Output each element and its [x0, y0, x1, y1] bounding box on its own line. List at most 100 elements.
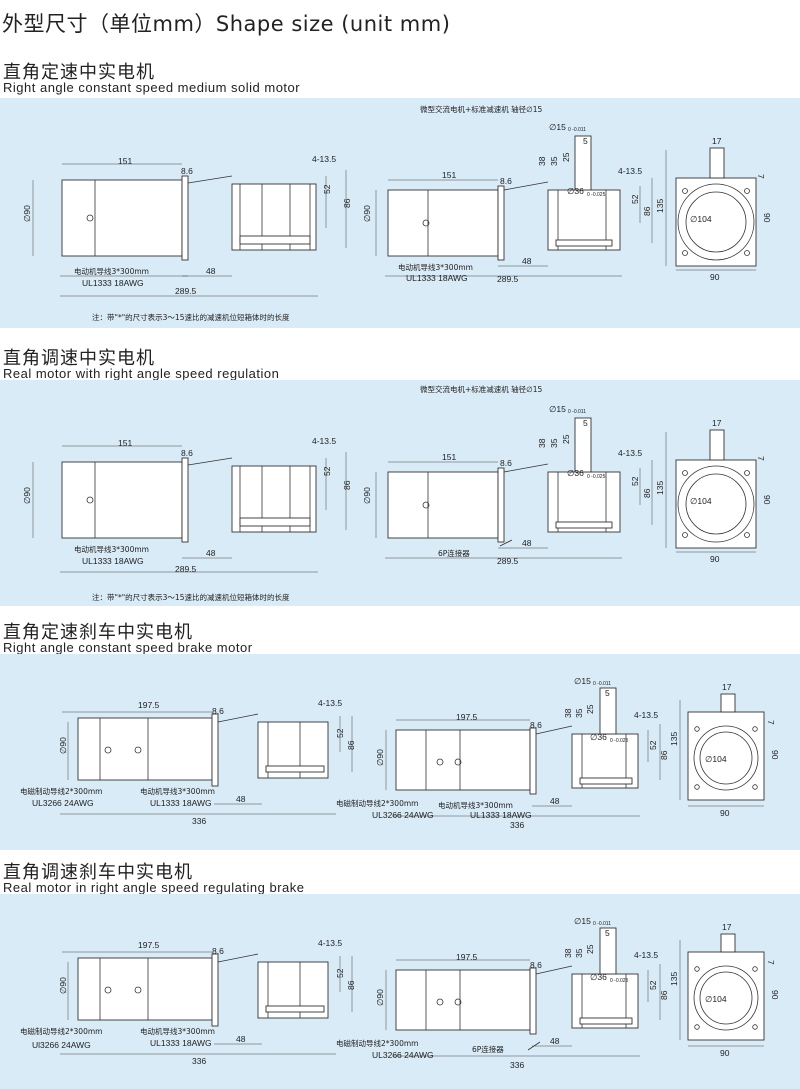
- s1-right-h: 135: [655, 199, 665, 213]
- s4-mid-s5: 5: [605, 928, 610, 938]
- s2-mid-dia: ∅90: [362, 487, 372, 504]
- s4-left-brake2: Ul3266 24AWG: [32, 1040, 91, 1050]
- s2-left-h2: 86: [342, 480, 352, 490]
- s4-left-flange: 8.6: [212, 946, 224, 956]
- s2-right-side: 90: [762, 495, 772, 505]
- s2-left-motor-drawing: [32, 445, 347, 573]
- s3-left-h1: 52: [335, 728, 345, 738]
- s1-left-total: 289.5: [175, 286, 197, 296]
- s1-mid-motor-drawing: [375, 135, 653, 277]
- s4-right-key: 7: [766, 960, 776, 965]
- s1-mid-bore: ∅36: [567, 186, 584, 196]
- s1-left-wire1: 电动机导线3*300mm: [74, 266, 149, 276]
- s1-mid-h1: 52: [630, 194, 640, 204]
- s1-footnote: 注：带"*"的尺寸表示3～15速比的减速机位短箱体时的长度: [92, 312, 290, 322]
- s1-left-flange: 8.6: [181, 166, 193, 176]
- s3-mid-d48: 48: [550, 796, 560, 806]
- s4-left-d48: 48: [236, 1034, 246, 1044]
- section-3-drawing-panel: 197.5 8.6 4-13.5 52 86 ∅90 48 336 电磁制动导线…: [0, 654, 800, 850]
- s1-mid-shaft-tol: 0 -0.011: [568, 127, 586, 133]
- s4-mid-brake1: 电磁制动导线2*300mm: [336, 1038, 418, 1048]
- s1-mid-wire2: UL1333 18AWG: [406, 273, 468, 283]
- s4-mid-s38: 38: [563, 948, 573, 958]
- s4-mid-dia: ∅90: [375, 989, 385, 1006]
- page-title: 外型尺寸（单位mm）Shape size (unit mm): [2, 12, 451, 36]
- s3-right-key: 7: [766, 720, 776, 725]
- s3-mid-motor-drawing: [385, 687, 661, 817]
- s3-mid-s35: 35: [574, 708, 584, 718]
- s3-mid-wire1: 电动机导线3*300mm: [438, 800, 513, 810]
- s4-left-wire1: 电动机导线3*300mm: [140, 1026, 215, 1036]
- section-2-drawing: 微型交流电机+标准减速机 轴径∅15 151 8.6 4-13.5 52 86 …: [22, 384, 772, 602]
- s2-right-h: 135: [655, 481, 665, 495]
- s4-right-top: 17: [722, 922, 732, 932]
- s3-right-end-view: [679, 693, 765, 807]
- s2-left-wire2: UL1333 18AWG: [82, 556, 144, 566]
- s3-mid-dia: ∅90: [375, 749, 385, 766]
- s1-mid-bolt: 4-13.5: [618, 166, 642, 176]
- s3-left-flange: 8.6: [212, 706, 224, 716]
- s3-mid-bolt: 4-13.5: [634, 710, 658, 720]
- s3-right-bottom: 90: [720, 808, 730, 818]
- s4-left-total: 336: [192, 1056, 206, 1066]
- s1-mid-dia: ∅90: [362, 205, 372, 222]
- s3-left-brake1: 电磁制动导线2*300mm: [20, 786, 102, 796]
- s2-mid-bore: ∅36: [567, 468, 584, 478]
- s2-mid-s25: 25: [561, 434, 571, 444]
- s1-left-bolt: 4-13.5: [312, 154, 336, 164]
- section-3-title-cn: 直角定速刹车中实电机: [3, 622, 193, 643]
- s4-left-len: 197.5: [138, 940, 160, 950]
- s3-mid-wire2: UL1333 18AWG: [470, 810, 532, 820]
- s4-left-dia: ∅90: [58, 977, 68, 994]
- s3-left-wire1: 电动机导线3*300mm: [140, 786, 215, 796]
- s2-mid-bolt: 4-13.5: [618, 448, 642, 458]
- s2-header-note: 微型交流电机+标准减速机 轴径∅15: [420, 384, 542, 394]
- s3-right-top: 17: [722, 682, 732, 692]
- s1-right-bottom: 90: [710, 272, 720, 282]
- s4-right-bottom: 90: [720, 1048, 730, 1058]
- s3-left-dia: ∅90: [58, 737, 68, 754]
- s1-left-h2: 86: [342, 198, 352, 208]
- s1-left-motor-body: [61, 179, 183, 257]
- s3-left-d48: 48: [236, 794, 246, 804]
- s3-right-h: 135: [669, 732, 679, 746]
- s3-mid-s5: 5: [605, 688, 610, 698]
- s4-left-brake1: 电磁制动导线2*300mm: [20, 1026, 102, 1036]
- s4-mid-s35: 35: [574, 948, 584, 958]
- s4-mid-len: 197.5: [456, 952, 478, 962]
- s1-mid-s5: 5: [583, 136, 588, 146]
- s1-mid-flange: 8.6: [500, 176, 512, 186]
- section-4-drawing-panel: 197.5 8.6 4-13.5 52 86 ∅90 48 336 电磁制动导线…: [0, 894, 800, 1089]
- s3-mid-shaft-tol: 0 -0.011: [593, 681, 611, 687]
- s3-left-wire2: UL1333 18AWG: [150, 798, 212, 808]
- s4-right-circle: ∅104: [705, 994, 727, 1004]
- s2-right-top: 17: [712, 418, 722, 428]
- section-1-title-en: Right angle constant speed medium solid …: [3, 80, 301, 95]
- s3-left-brake2: UL3266 24AWG: [32, 798, 94, 808]
- section-4-title-cn: 直角调速刹车中实电机: [3, 862, 193, 883]
- s2-footnote: 注：带"*"的尺寸表示3～15速比的减速机位短箱体时的长度: [92, 592, 290, 602]
- section-1-drawing: 微型交流电机+标准减速机 轴径∅15 151 8.6 4-13.5 52 86 …: [22, 104, 772, 322]
- s1-left-motor-drawing: [32, 163, 347, 297]
- s2-right-key: 7: [756, 456, 766, 461]
- s4-left-bolt: 4-13.5: [318, 938, 342, 948]
- s3-mid-total: 336: [510, 820, 524, 830]
- section-2-title-cn: 直角调速中实电机: [3, 348, 155, 369]
- s3-left-len: 197.5: [138, 700, 160, 710]
- s3-mid-s25: 25: [585, 704, 595, 714]
- s2-mid-flange: 8.6: [500, 458, 512, 468]
- s2-left-wire1: 电动机导线3*300mm: [74, 544, 149, 554]
- s4-mid-connector: 6P连接器: [472, 1044, 504, 1054]
- s1-mid-s38: 38: [537, 156, 547, 166]
- s4-left-wire2: UL1333 18AWG: [150, 1038, 212, 1048]
- s2-mid-s5: 5: [583, 418, 588, 428]
- s1-right-key: 7: [756, 174, 766, 179]
- s1-right-side: 90: [762, 213, 772, 223]
- s1-right-top: 17: [712, 136, 722, 146]
- s3-left-total: 336: [192, 816, 206, 826]
- s1-mid-s25: 25: [561, 152, 571, 162]
- s2-mid-d48: 48: [522, 538, 532, 548]
- s4-mid-shaft: ∅15: [574, 916, 591, 926]
- section-2-drawing-panel: 微型交流电机+标准减速机 轴径∅15 151 8.6 4-13.5 52 86 …: [0, 380, 800, 606]
- s3-mid-h1: 52: [648, 740, 658, 750]
